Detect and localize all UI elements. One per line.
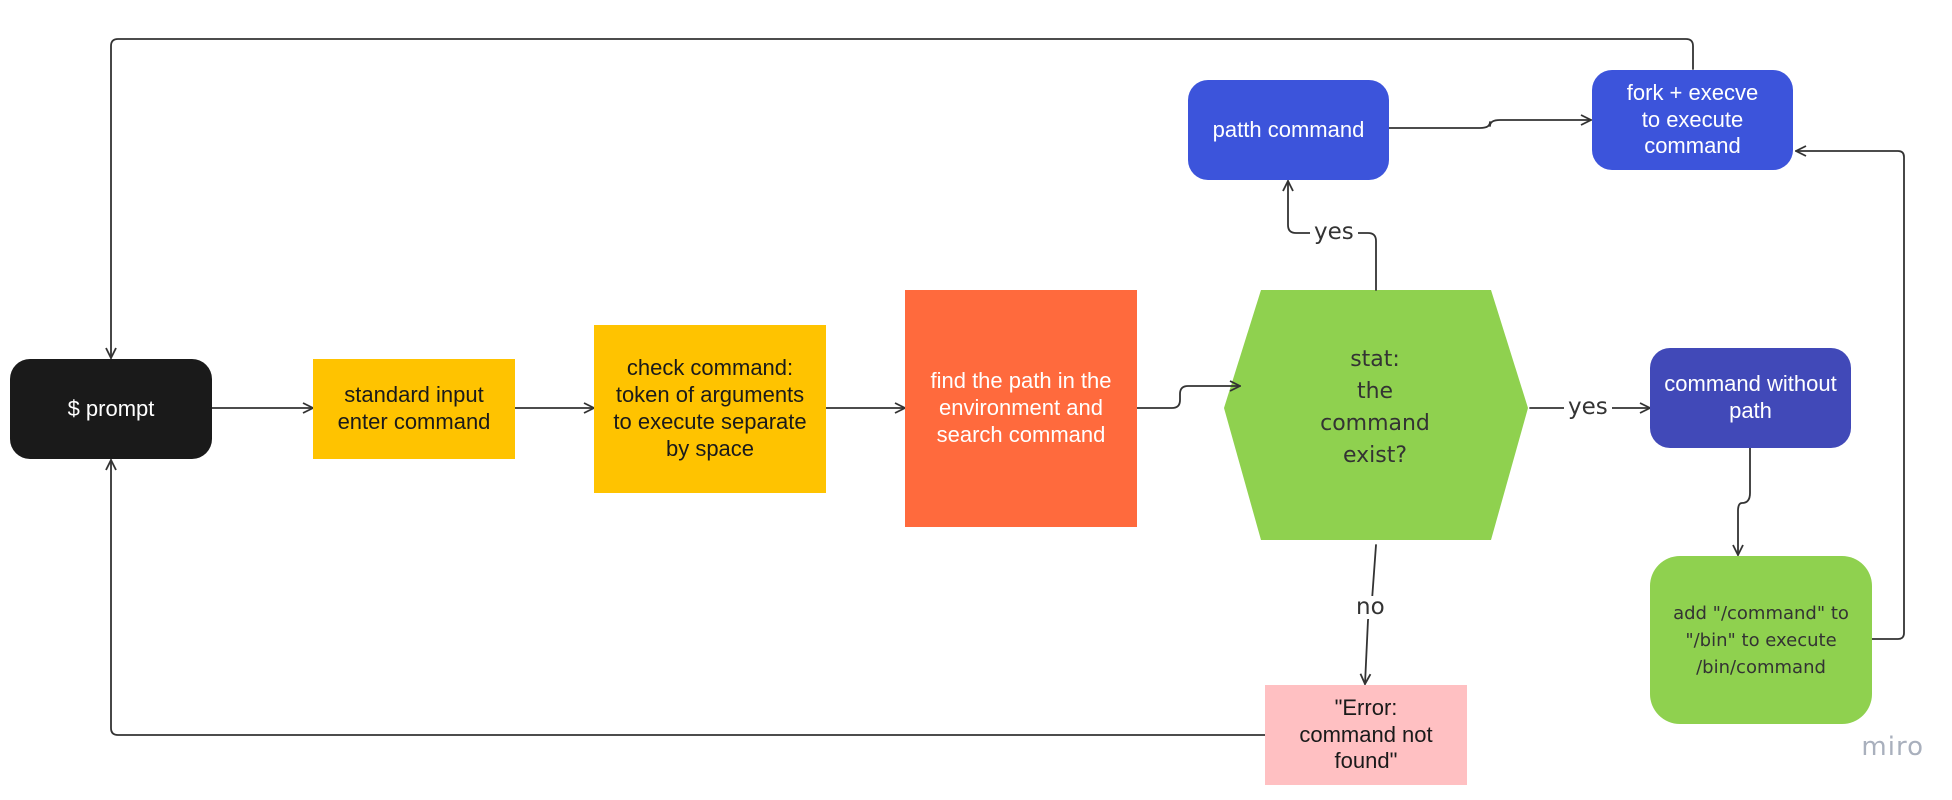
find-path-node[interactable]: find the path in the environment and sea… [905, 290, 1137, 527]
fork-execve-node[interactable]: fork + execve to execute command [1592, 70, 1793, 170]
check-command-node[interactable]: check command: token of arguments to exe… [594, 325, 826, 493]
standard-input-node[interactable]: standard input enter command [313, 359, 515, 459]
add-command-bin-node[interactable]: add "/command" to "/bin" to execute /bin… [1650, 556, 1872, 724]
miro-watermark: miro [1861, 732, 1924, 762]
edge-label-yes-up: yes [1310, 221, 1358, 244]
stat-decision-shape[interactable] [1224, 290, 1528, 540]
edge-find-to-decision [1136, 386, 1240, 409]
stat-decision-label: stat: the command exist? [1320, 347, 1430, 468]
edge-label-yes-right: yes [1564, 396, 1612, 419]
prompt-node[interactable]: $ prompt [10, 359, 212, 459]
path-command-node[interactable]: patth command [1188, 80, 1389, 180]
edge-path-command-to-fork [1388, 120, 1591, 129]
edge-error-to-prompt [111, 460, 1266, 736]
error-not-found-node[interactable]: "Error: command not found" [1265, 685, 1467, 785]
edge-add-to-fork [1796, 151, 1905, 640]
command-without-path-node[interactable]: command without path [1650, 348, 1851, 448]
edge-without-path-to-add [1738, 447, 1751, 555]
edge-fork-to-prompt [111, 38, 1694, 358]
edge-label-no-down: no [1352, 596, 1389, 619]
